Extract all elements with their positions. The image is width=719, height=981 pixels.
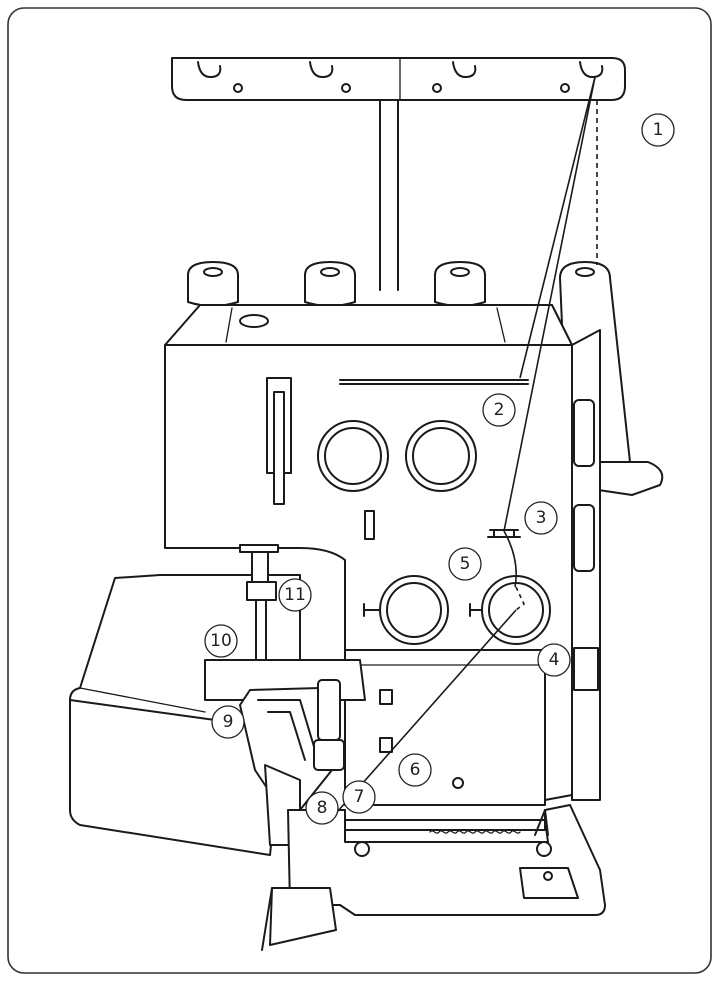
callout-5: 5 xyxy=(448,547,482,581)
callout-number: 11 xyxy=(284,585,306,605)
callout-number: 2 xyxy=(494,400,505,420)
callout-circle xyxy=(482,393,516,427)
callout-8: 8 xyxy=(305,791,339,825)
front-cover-open xyxy=(261,804,606,951)
callout-number: 6 xyxy=(410,760,421,780)
thread-stand xyxy=(171,57,626,291)
callout-circle xyxy=(641,113,675,147)
callout-number: 4 xyxy=(549,650,560,670)
needle-assembly xyxy=(204,544,366,846)
machine-body xyxy=(164,304,601,801)
callout-circle xyxy=(342,780,376,814)
callout-labels: 1 2 3 4 5 6 7 8 9 10 11 xyxy=(204,113,675,825)
callout-circle xyxy=(448,547,482,581)
serger-threading-diagram: 1 2 3 4 5 6 7 8 9 10 11 xyxy=(7,7,712,974)
callout-number: 1 xyxy=(653,120,664,140)
looper-area xyxy=(344,649,546,806)
callout-number: 7 xyxy=(354,787,365,807)
callout-2: 2 xyxy=(482,393,516,427)
callout-3: 3 xyxy=(524,501,558,535)
callout-number: 3 xyxy=(536,508,547,528)
callout-circle xyxy=(278,578,312,612)
diagram-frame: 1 2 3 4 5 6 7 8 9 10 11 xyxy=(4,4,715,977)
callout-circle xyxy=(305,791,339,825)
callout-1: 1 xyxy=(641,113,675,147)
callout-circle xyxy=(524,501,558,535)
callout-9: 9 xyxy=(211,705,245,739)
callout-7: 7 xyxy=(342,780,376,814)
callout-4: 4 xyxy=(537,643,571,677)
callout-circle xyxy=(204,624,238,658)
callout-number: 5 xyxy=(460,554,471,574)
callout-6: 6 xyxy=(398,753,432,787)
callout-number: 9 xyxy=(223,712,234,732)
outer-frame xyxy=(7,7,712,974)
callout-10: 10 xyxy=(204,624,238,658)
callout-circle xyxy=(537,643,571,677)
callout-number: 10 xyxy=(210,631,232,651)
callout-11: 11 xyxy=(278,578,312,612)
callout-circle xyxy=(211,705,245,739)
callout-circle xyxy=(398,753,432,787)
callout-number: 8 xyxy=(317,798,328,818)
